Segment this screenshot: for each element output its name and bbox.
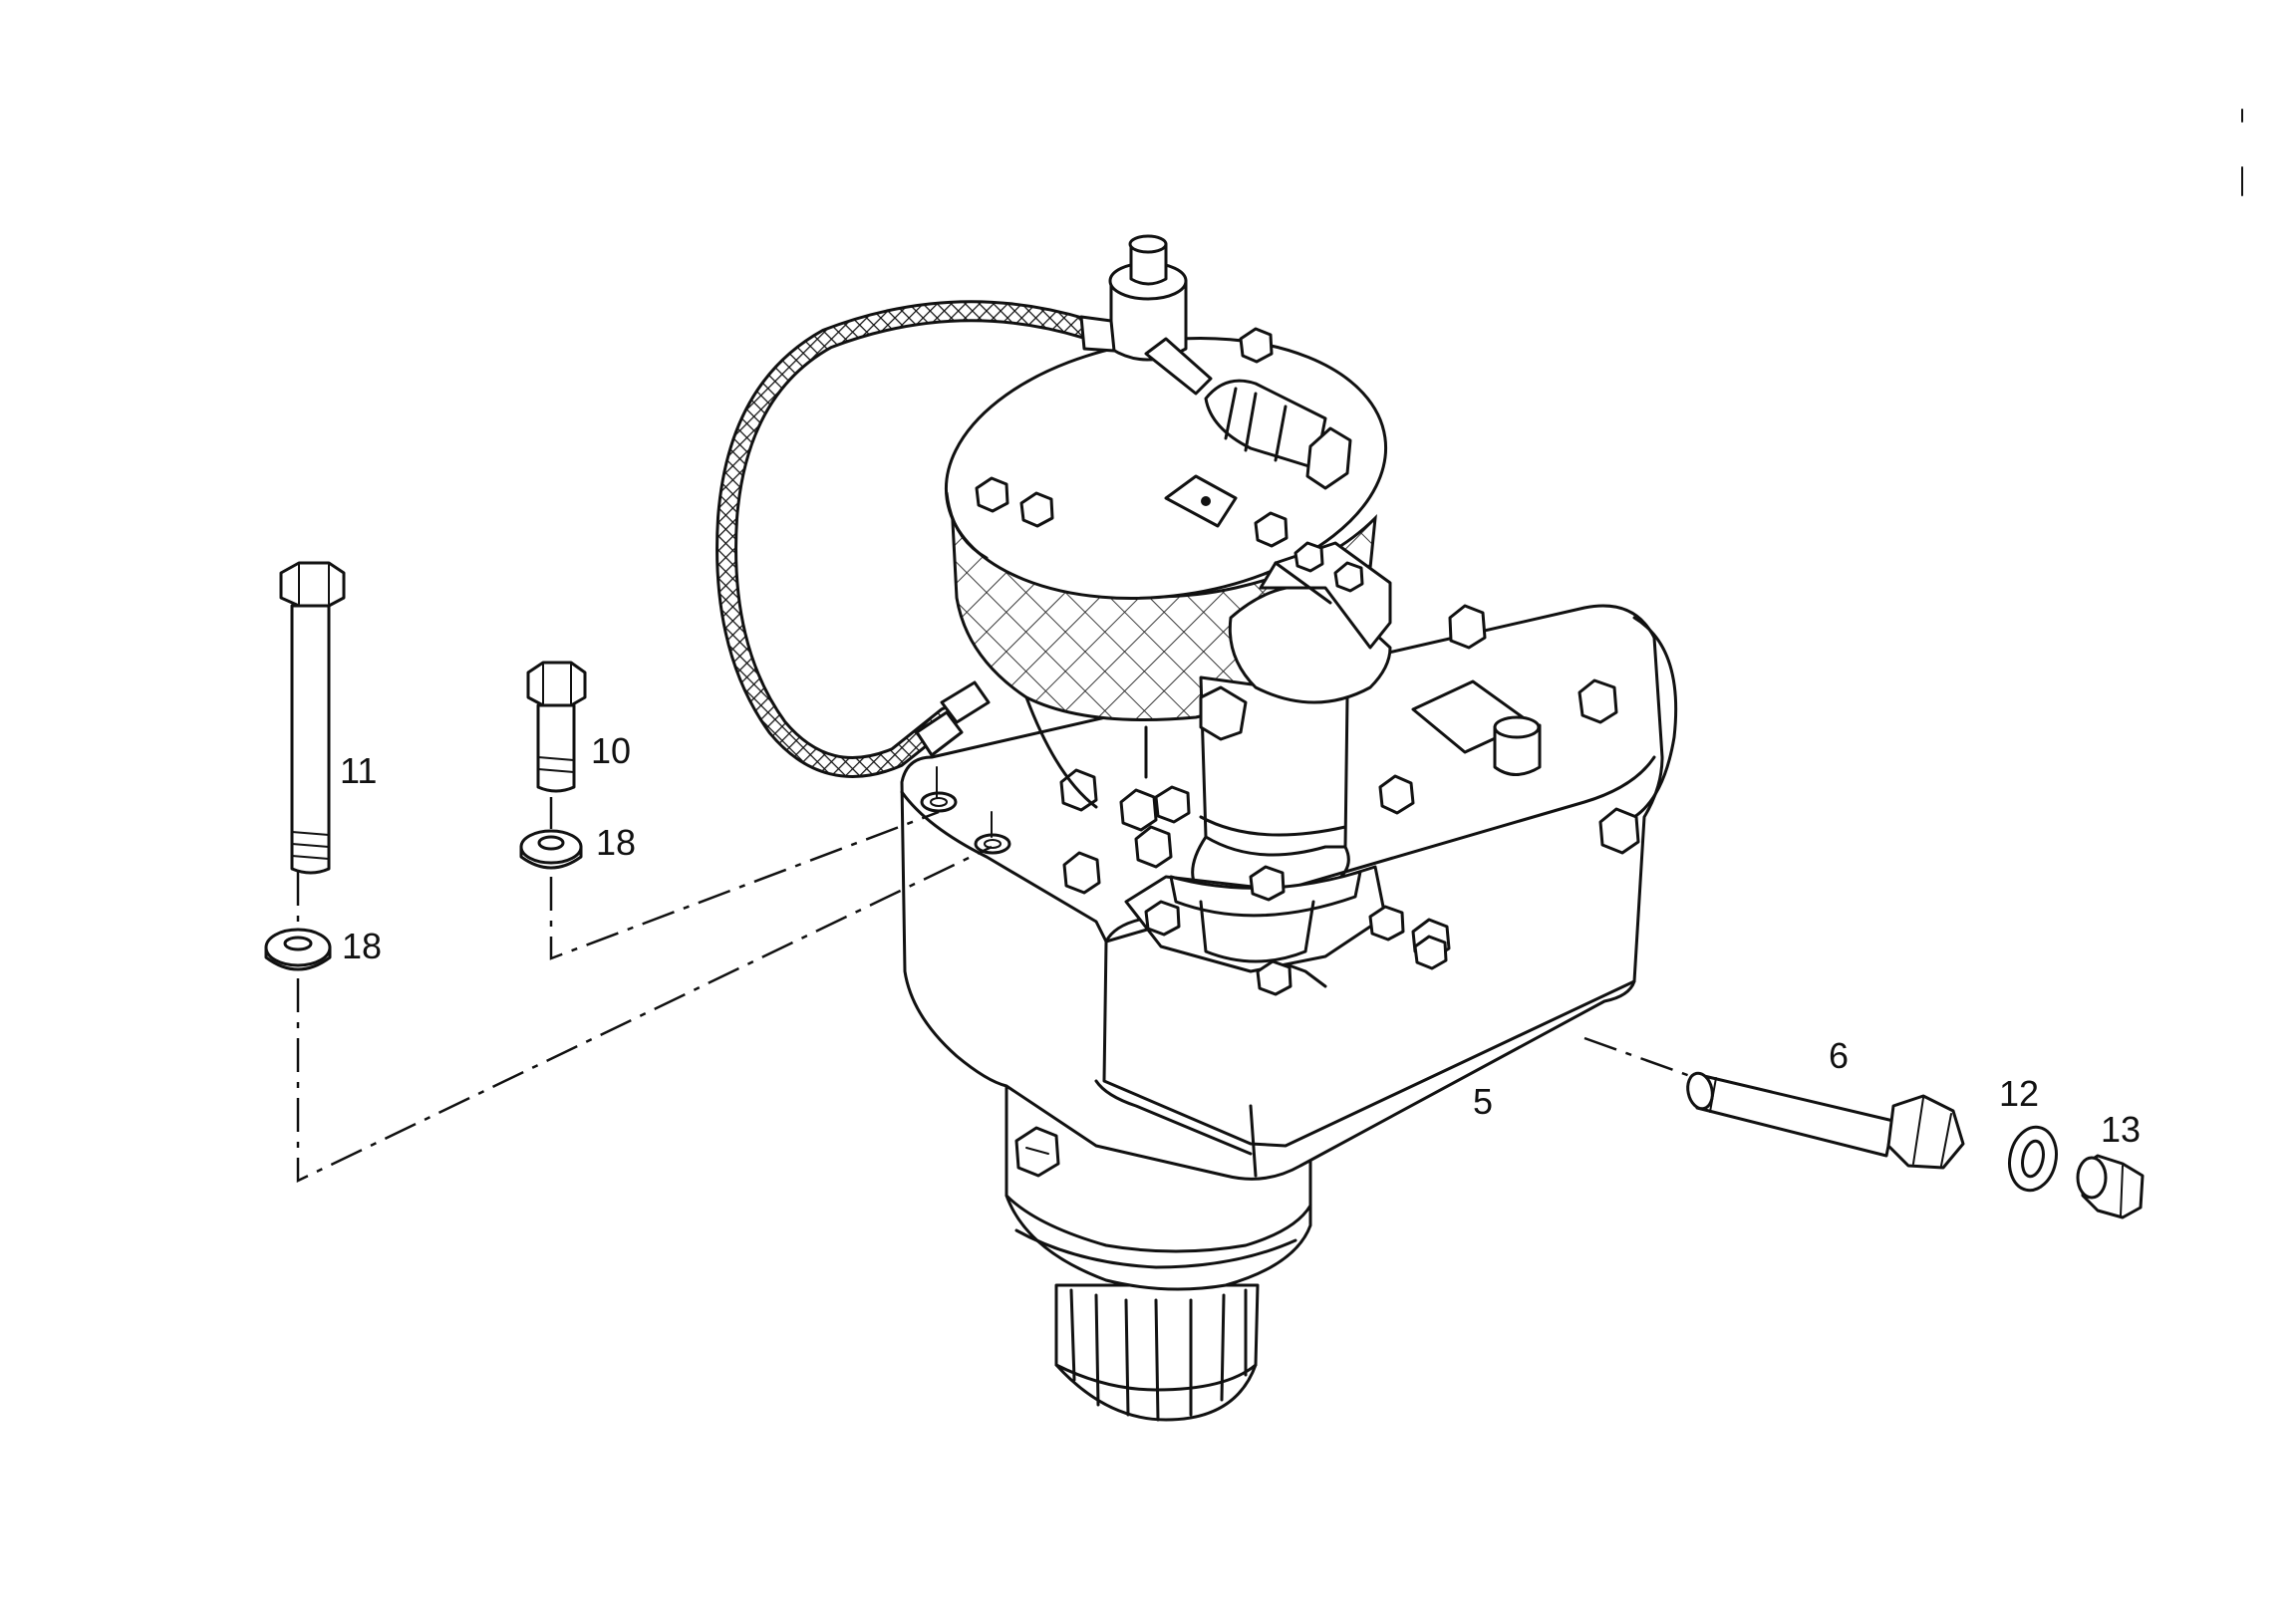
assembly-leader-lines (296, 766, 1691, 1183)
callout-10: 10 (591, 730, 631, 771)
breather-plug (1493, 715, 1542, 776)
rim-bolts (1059, 604, 1640, 960)
seal-ring-12 (2008, 1125, 2058, 1193)
callout-18-right: 18 (596, 822, 636, 863)
long-bolt-11 (279, 561, 346, 875)
callout-5: 5 (1473, 1081, 1493, 1122)
callout-11: 11 (340, 750, 377, 791)
short-bolt-10 (526, 661, 587, 793)
callout-18-left: 18 (342, 926, 382, 966)
washer-18-right (519, 829, 583, 870)
washer-18-left (264, 928, 332, 971)
callout-6: 6 (1829, 1035, 1849, 1076)
callout-13: 13 (2101, 1109, 2141, 1150)
callout-12: 12 (1999, 1073, 2039, 1114)
mount-hole-a (920, 791, 958, 813)
screw-6 (1686, 1071, 1965, 1170)
output-pinion-shaft (1054, 1283, 1260, 1422)
hydraulic-motor (1124, 541, 1448, 996)
pressure-switch (1204, 379, 1352, 490)
mount-hole-b (974, 833, 1011, 855)
braided-hose (716, 300, 1116, 778)
plug-13 (2076, 1154, 2145, 1219)
